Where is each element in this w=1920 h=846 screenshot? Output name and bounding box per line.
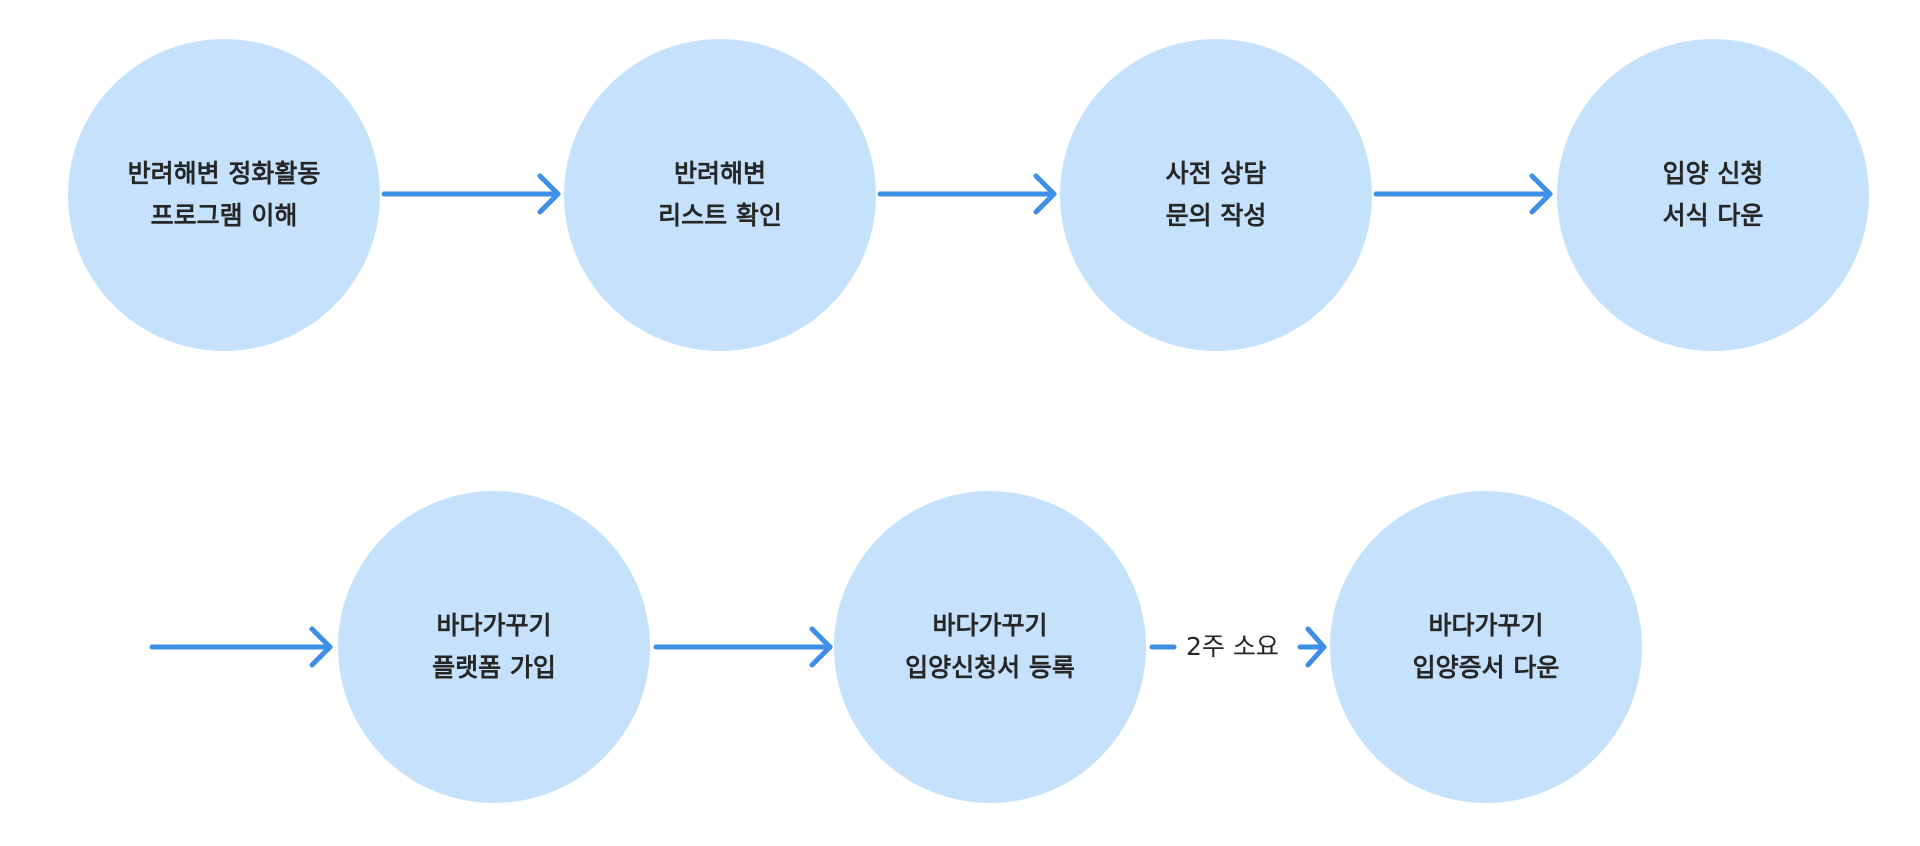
- arrow-step5-to-step6: [653, 626, 833, 668]
- step-1-line-1: 반려해변 정화활동: [127, 159, 321, 188]
- step-3-label: 사전 상담 문의 작성: [1166, 153, 1267, 237]
- step-4-line-1: 입양 신청: [1662, 159, 1764, 188]
- arrow-continuation-to-step5: [149, 626, 333, 668]
- step-6-circle: 바다가꾸기 입양신청서 등록: [834, 491, 1146, 803]
- step-7-line-2: 입양증서 다운: [1412, 653, 1560, 682]
- arrow-step2-to-step3: [877, 173, 1057, 215]
- arrow-step6-to-step7-lead: [1149, 644, 1177, 650]
- step-2-label: 반려해변 리스트 확인: [658, 153, 782, 237]
- arrow-step6-to-step7-head: [1297, 626, 1327, 668]
- step-1-line-2: 프로그램 이해: [150, 201, 298, 230]
- step-3-line-2: 문의 작성: [1165, 201, 1267, 230]
- step-7-circle: 바다가꾸기 입양증서 다운: [1330, 491, 1642, 803]
- step-4-label: 입양 신청 서식 다운: [1663, 153, 1764, 237]
- step-1-circle: 반려해변 정화활동 프로그램 이해: [68, 39, 380, 351]
- step-2-line-1: 반려해변: [673, 159, 766, 188]
- arrow-step3-to-step4: [1373, 173, 1553, 215]
- step-3-circle: 사전 상담 문의 작성: [1060, 39, 1372, 351]
- step-7-line-1: 바다가꾸기: [1428, 611, 1544, 640]
- step-4-circle: 입양 신청 서식 다운: [1557, 39, 1869, 351]
- step-6-line-2: 입양신청서 등록: [905, 653, 1075, 682]
- step-2-line-2: 리스트 확인: [658, 201, 782, 230]
- step-4-line-2: 서식 다운: [1662, 201, 1764, 230]
- step-6-line-1: 바다가꾸기: [932, 611, 1048, 640]
- step-3-line-1: 사전 상담: [1165, 159, 1267, 188]
- arrow-step1-to-step2: [381, 173, 561, 215]
- duration-label: 2주 소요: [1186, 632, 1279, 661]
- step-5-label: 바다가꾸기 플랫폼 가입: [432, 605, 556, 689]
- step-5-circle: 바다가꾸기 플랫폼 가입: [338, 491, 650, 803]
- step-5-line-1: 바다가꾸기: [436, 611, 552, 640]
- step-1-label: 반려해변 정화활동 프로그램 이해: [128, 153, 321, 237]
- step-7-label: 바다가꾸기 입양증서 다운: [1413, 605, 1560, 689]
- step-6-label: 바다가꾸기 입양신청서 등록: [905, 605, 1075, 689]
- step-5-line-2: 플랫폼 가입: [432, 653, 556, 682]
- step-2-circle: 반려해변 리스트 확인: [564, 39, 876, 351]
